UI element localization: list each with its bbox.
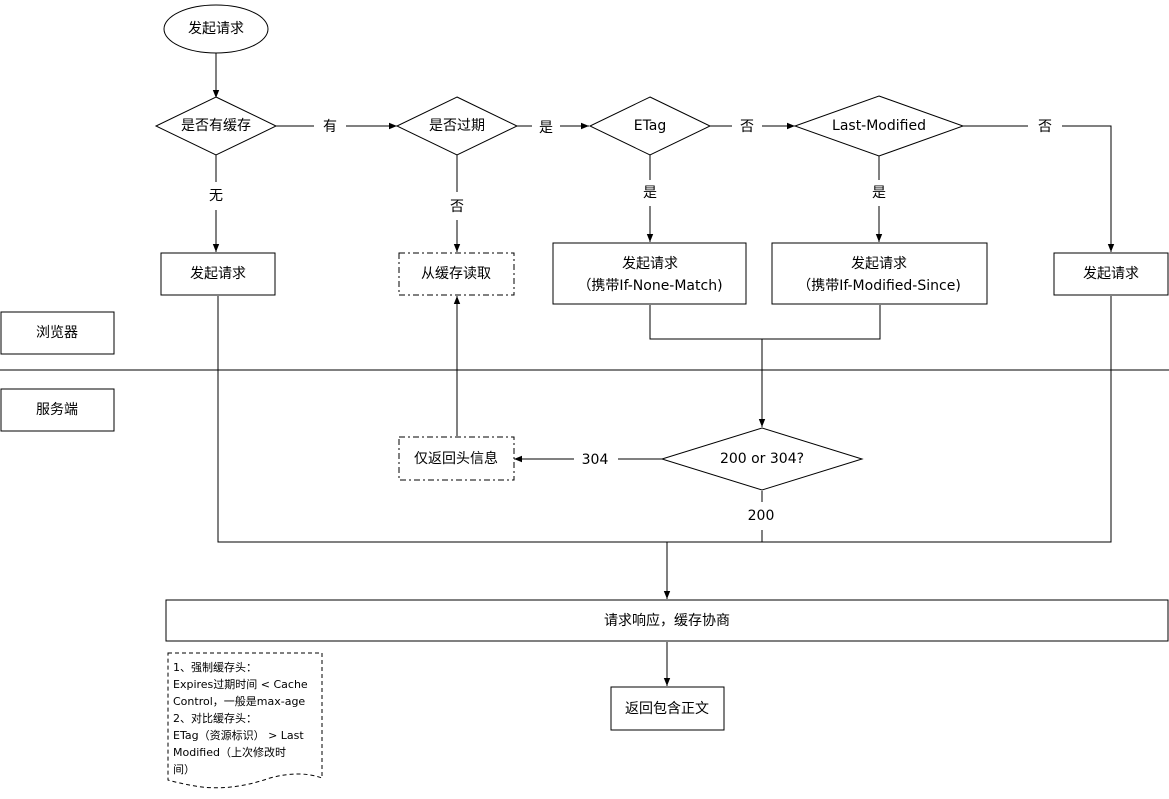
edge-label-304: 304 — [582, 452, 609, 468]
node-header-only-label: 仅返回头信息 — [414, 450, 498, 467]
node-request-right-label: 发起请求 — [1083, 266, 1139, 282]
note-line: Control，一般是max-age — [173, 695, 305, 708]
cache-header-note: 1、强制缓存头： Expires过期时间 < Cache Control，一般是… — [167, 652, 323, 789]
node-request-no-cache-label: 发起请求 — [190, 266, 246, 282]
node-request-lm-line1: 发起请求 — [851, 256, 907, 272]
edge-label-200: 200 — [748, 508, 775, 524]
decision-etag: ETag — [588, 96, 712, 156]
node-request-lm: 发起请求 （携带If-Modified-Since) — [771, 242, 988, 305]
node-response: 请求响应，缓存协商 — [165, 599, 1169, 642]
node-request-right: 发起请求 — [1053, 252, 1169, 296]
decision-has-cache-label: 是否有缓存 — [181, 118, 251, 134]
edge-no-lm-b — [1062, 125, 1115, 252]
decision-etag-label: ETag — [634, 118, 667, 134]
note-line: 1、强制缓存头： — [173, 660, 257, 674]
edge-label-yes-etag: 是 — [643, 185, 657, 201]
edge-label-yes-lm: 是 — [872, 185, 886, 201]
node-read-cache-label: 从缓存读取 — [421, 265, 491, 282]
decision-last-modified-label: Last-Modified — [832, 118, 926, 134]
edge-label-no1: 否 — [450, 199, 464, 215]
node-return-body: 返回包含正文 — [610, 686, 725, 731]
edge-label-yes1: 是 — [539, 120, 553, 136]
edge-label-none: 无 — [209, 188, 223, 204]
lane-browser: 浏览器 — [0, 311, 115, 355]
node-start: 发起请求 — [163, 4, 269, 54]
edge-label-has: 有 — [323, 119, 337, 135]
decision-status: 200 or 304? — [660, 427, 864, 491]
node-request-etag: 发起请求 （携带If-None-Match) — [552, 242, 747, 305]
note-line: 2、对比缓存头： — [173, 711, 257, 725]
decision-status-label: 200 or 304? — [720, 451, 804, 467]
note-line: 间） — [173, 763, 195, 776]
node-request-etag-line2: （携带If-None-Match) — [577, 278, 722, 294]
node-return-body-label: 返回包含正文 — [625, 701, 709, 717]
note-line: Modified（上次修改时 — [173, 745, 286, 759]
node-request-no-cache: 发起请求 — [160, 252, 276, 296]
node-response-label: 请求响应，缓存协商 — [604, 612, 730, 629]
decision-expired: 是否过期 — [395, 96, 519, 156]
decision-expired-label: 是否过期 — [429, 118, 485, 134]
note-line: ETag（资源标识） > Last — [173, 728, 304, 742]
node-header-only: 仅返回头信息 — [398, 436, 515, 481]
node-request-lm-line2: （携带If-Modified-Since) — [797, 278, 961, 294]
node-request-etag-line1: 发起请求 — [622, 256, 678, 272]
note-line: Expires过期时间 < Cache — [173, 678, 308, 691]
node-read-cache: 从缓存读取 — [398, 252, 515, 296]
decision-last-modified: Last-Modified — [793, 95, 965, 157]
edge-merge-conditional — [649, 305, 881, 340]
node-start-label: 发起请求 — [188, 21, 244, 37]
lane-browser-label: 浏览器 — [36, 325, 78, 341]
lane-server-label: 服务端 — [36, 402, 78, 418]
lane-server: 服务端 — [0, 388, 115, 432]
edge-label-no-lm: 否 — [1038, 119, 1052, 135]
edge-bottom-bus — [217, 296, 1112, 543]
decision-has-cache: 是否有缓存 — [154, 96, 278, 156]
edge-label-no-etag: 否 — [740, 119, 754, 135]
